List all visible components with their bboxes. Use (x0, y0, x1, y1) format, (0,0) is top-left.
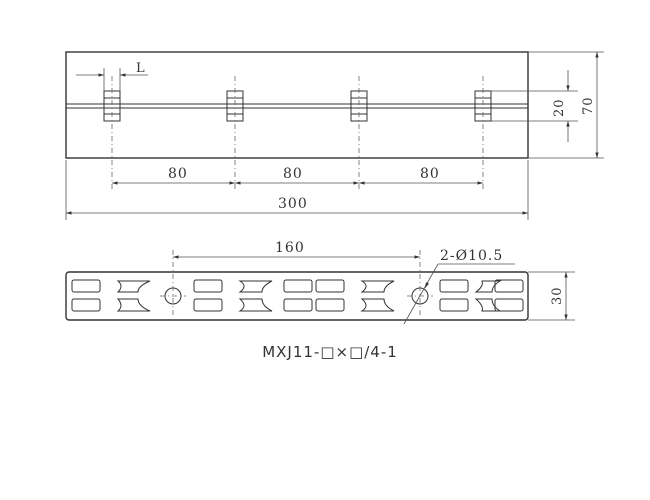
dimension-length: 300 (65, 160, 529, 220)
dimension-pitch-2: 80 (235, 166, 359, 185)
svg-text:80: 80 (283, 166, 303, 182)
hole-callout: 2-Ø10.5 (403, 248, 515, 325)
svg-text:2-Ø10.5: 2-Ø10.5 (440, 248, 503, 264)
slot-pattern (71, 279, 524, 312)
dimension-height: 70 (528, 51, 604, 159)
svg-text:300: 300 (278, 196, 308, 212)
dimension-groove-width: 20 (491, 70, 578, 142)
plate-outline (65, 271, 529, 321)
model-code-caption: MXJ11-□×□/4-1 (262, 343, 398, 361)
svg-text:80: 80 (168, 166, 188, 182)
top-view: L 80 80 80 300 20 (65, 51, 604, 220)
dimension-pitch-1: 80 (112, 166, 235, 185)
svg-text:L: L (136, 61, 146, 76)
dimension-hole-spacing: 160 (173, 240, 420, 259)
bottom-view: 160 2-Ø10.5 30 (65, 240, 575, 325)
bar-outline (65, 51, 529, 159)
lens-cutouts (116, 280, 502, 312)
svg-text:80: 80 (420, 166, 440, 182)
svg-text:70: 70 (581, 96, 596, 115)
svg-text:160: 160 (275, 240, 305, 256)
svg-text:30: 30 (550, 286, 565, 305)
dimension-pitch-3: 80 (359, 166, 483, 185)
svg-text:20: 20 (552, 98, 567, 117)
dimension-width: 30 (528, 271, 575, 321)
dimension-L: L (76, 61, 148, 91)
